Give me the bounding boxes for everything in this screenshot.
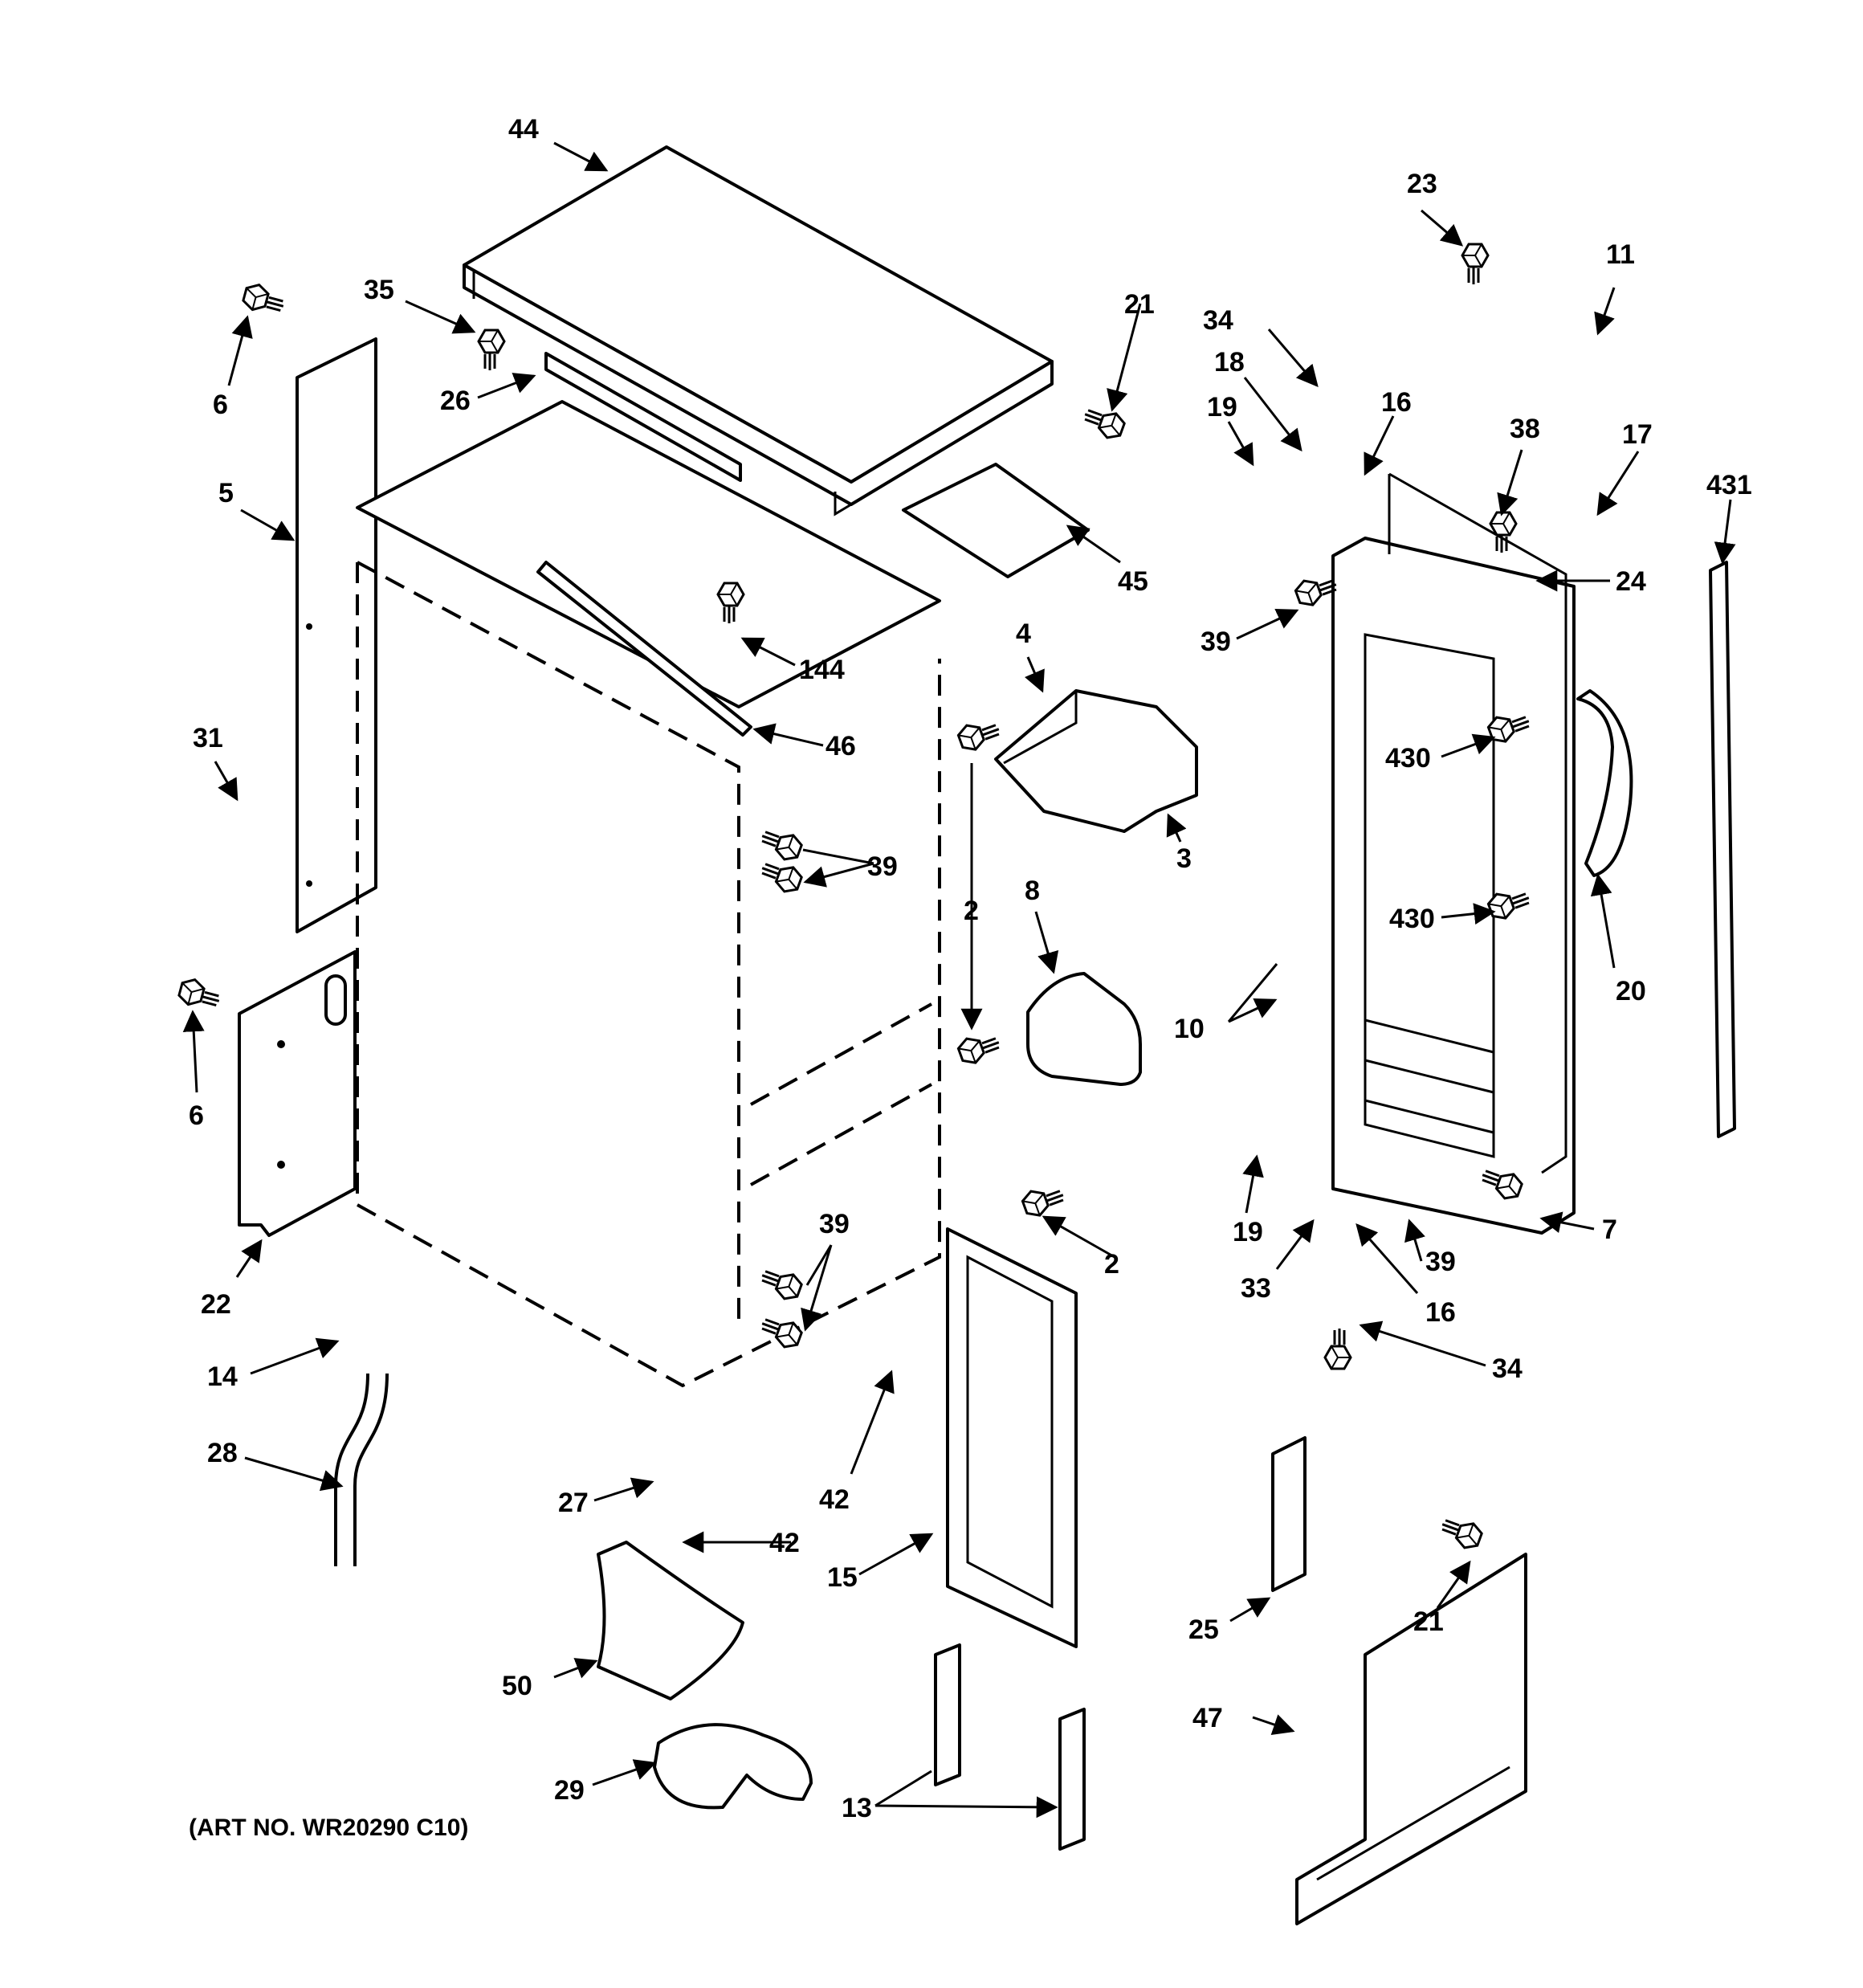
callout-22: 22	[201, 1289, 231, 1320]
part-13-hinge-covers	[934, 1643, 1086, 1851]
cabinet-outline-dashed	[356, 400, 941, 1388]
callout-21: 21	[1413, 1606, 1444, 1637]
art-number-caption: (ART NO. WR20290 C10)	[189, 1815, 468, 1841]
callout-21: 21	[1124, 289, 1155, 320]
callout-31: 31	[193, 723, 223, 753]
part-47-kickplate	[1295, 1553, 1527, 1925]
callout-29: 29	[554, 1775, 585, 1806]
part-8-cover	[1026, 972, 1142, 1086]
part-25-bracket	[1271, 1436, 1307, 1592]
part-22-lower-side-panel	[238, 950, 357, 1237]
callout-14: 14	[207, 1361, 238, 1392]
callout-430: 430	[1389, 904, 1435, 934]
callout-24: 24	[1616, 566, 1646, 597]
part-44-top-cover	[463, 145, 1054, 516]
callout-4: 4	[1016, 618, 1031, 649]
part-50-drain-pan	[597, 1541, 744, 1700]
callout-39: 39	[867, 851, 898, 882]
callout-45: 45	[1118, 566, 1148, 597]
callout-38: 38	[1510, 414, 1540, 444]
callout-18: 18	[1214, 347, 1245, 378]
callout-431: 431	[1706, 470, 1752, 500]
part-26-front-strip	[544, 352, 742, 482]
callout-23: 23	[1407, 169, 1437, 199]
callout-26: 26	[440, 386, 471, 416]
callout-50: 50	[502, 1671, 532, 1701]
callout-33: 33	[1241, 1273, 1271, 1304]
callout-27: 27	[558, 1488, 589, 1518]
part-20-handle	[1576, 689, 1633, 877]
callout-47: 47	[1192, 1703, 1223, 1733]
leader-arrows	[182, 141, 1736, 1807]
part-28-drain-tube	[334, 1373, 389, 1566]
callout-19: 19	[1233, 1217, 1263, 1247]
callout-6: 6	[189, 1100, 204, 1131]
part-24-door-frame	[1388, 472, 1567, 1174]
callout-42: 42	[819, 1484, 850, 1515]
callout-34: 34	[1492, 1353, 1523, 1384]
part-15-door-gasket-frame	[946, 1227, 1078, 1648]
callout-20: 20	[1616, 976, 1646, 1006]
callout-28: 28	[207, 1438, 238, 1468]
callout-labels: 44 35 26 6 5 31 6 22 14 28 144 46 39 39 …	[189, 114, 1752, 1823]
callout-17: 17	[1622, 419, 1653, 450]
callout-44: 44	[508, 114, 539, 145]
callout-16: 16	[1381, 387, 1412, 418]
part-5-side-panel	[296, 337, 377, 933]
callout-11: 11	[1606, 239, 1635, 270]
callout-5: 5	[218, 478, 234, 508]
callout-16: 16	[1425, 1297, 1456, 1328]
callout-39: 39	[819, 1209, 850, 1239]
part-29-ice-scoop	[653, 1723, 813, 1810]
part-431-gasket-strip	[1709, 561, 1736, 1138]
callout-430: 430	[1385, 743, 1431, 774]
callout-10: 10	[1174, 1014, 1205, 1044]
callout-39: 39	[1201, 627, 1231, 657]
callout-39: 39	[1425, 1247, 1456, 1277]
part-7-door-panel	[1331, 537, 1576, 1235]
callout-13: 13	[842, 1793, 872, 1823]
callout-35: 35	[364, 275, 394, 305]
part-46-trim-strip	[536, 561, 752, 737]
callout-7: 7	[1602, 1214, 1617, 1245]
callout-34: 34	[1203, 305, 1233, 336]
callout-6: 6	[213, 390, 228, 420]
callout-42: 42	[769, 1528, 800, 1558]
callout-3: 3	[1176, 843, 1192, 874]
callout-2: 2	[964, 896, 979, 926]
callout-8: 8	[1025, 876, 1040, 906]
callout-46: 46	[826, 731, 856, 761]
callout-19: 19	[1207, 392, 1237, 423]
callout-2: 2	[1104, 1249, 1119, 1280]
callout-144: 144	[799, 655, 845, 685]
callout-25: 25	[1188, 1614, 1219, 1645]
part-45-insulation-sheet	[902, 463, 1090, 578]
callout-15: 15	[827, 1562, 858, 1593]
part-3-ice-chute	[994, 689, 1198, 833]
